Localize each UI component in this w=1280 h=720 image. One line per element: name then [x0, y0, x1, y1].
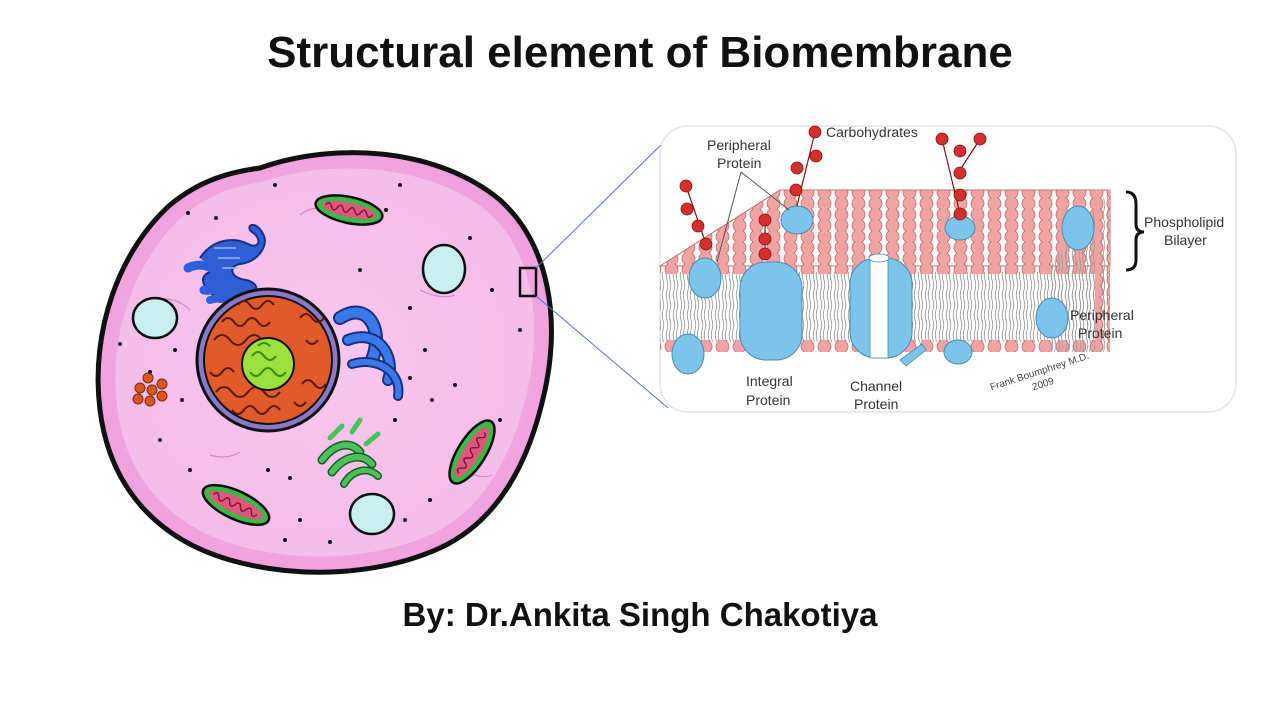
vacuole [131, 296, 179, 340]
vacuole [348, 492, 396, 536]
label-bilayer: Bilayer [1164, 232, 1207, 248]
nucleus [195, 287, 341, 433]
label-integral-protein-2: Protein [746, 392, 790, 408]
label-carbohydrates: Carbohydrates [826, 124, 918, 140]
slide-title: Structural element of Biomembrane [267, 28, 1013, 77]
leader-peripheral-top [740, 171, 790, 211]
lysosome-cluster [132, 372, 168, 407]
peripheral-protein-right [1035, 297, 1069, 339]
golgi-apparatus [333, 305, 404, 401]
membrane-panel: Peripheral Protein Carbohydrates Phospho… [658, 124, 1237, 413]
mitochondrion [314, 194, 384, 226]
label-peripheral-protein-right: Peripheral [1070, 307, 1134, 323]
peripheral-protein-bottom [671, 333, 705, 375]
slide-byline: By: Dr.Ankita Singh Chakotiya [402, 596, 878, 633]
animal-cell [95, 150, 554, 575]
chromatin [209, 300, 327, 415]
peripheral-protein-top [780, 205, 814, 235]
cytoplasm-strand [419, 289, 456, 298]
label-peripheral-protein-right-2: Protein [1078, 325, 1122, 341]
carbohydrate-chains [679, 125, 987, 261]
peripheral-protein-side [1061, 205, 1095, 251]
bilayer-side-heads [1095, 190, 1110, 350]
peripheral-protein-left [688, 257, 722, 299]
mitochondrion [448, 419, 496, 485]
leader-peripheral-top [716, 171, 742, 263]
peripheral-protein-under [943, 339, 973, 365]
integral-protein [739, 261, 803, 361]
mitochondrion [201, 483, 271, 527]
cytoplasm-strand [209, 451, 241, 458]
label-channel-protein: Channel [850, 378, 902, 394]
zoom-line-top [535, 137, 669, 269]
bilayer-bracket [1125, 190, 1145, 272]
smooth-er [317, 417, 382, 488]
zoom-marker [518, 266, 538, 298]
ribosomes [118, 183, 522, 544]
label-peripheral-protein-top-2: Protein [717, 155, 761, 171]
channel-protein [849, 253, 927, 367]
nucleolus-strands [249, 342, 287, 377]
nucleolus [241, 337, 295, 391]
label-integral-protein: Integral [746, 373, 793, 389]
label-peripheral-protein-top: Peripheral [707, 137, 771, 153]
label-channel-protein-2: Protein [854, 396, 898, 412]
vacuole [421, 243, 467, 295]
zoom-line-bottom [535, 295, 669, 409]
label-phospholipid: Phospholipid [1144, 214, 1224, 230]
endoplasmic-reticulum [183, 224, 266, 316]
